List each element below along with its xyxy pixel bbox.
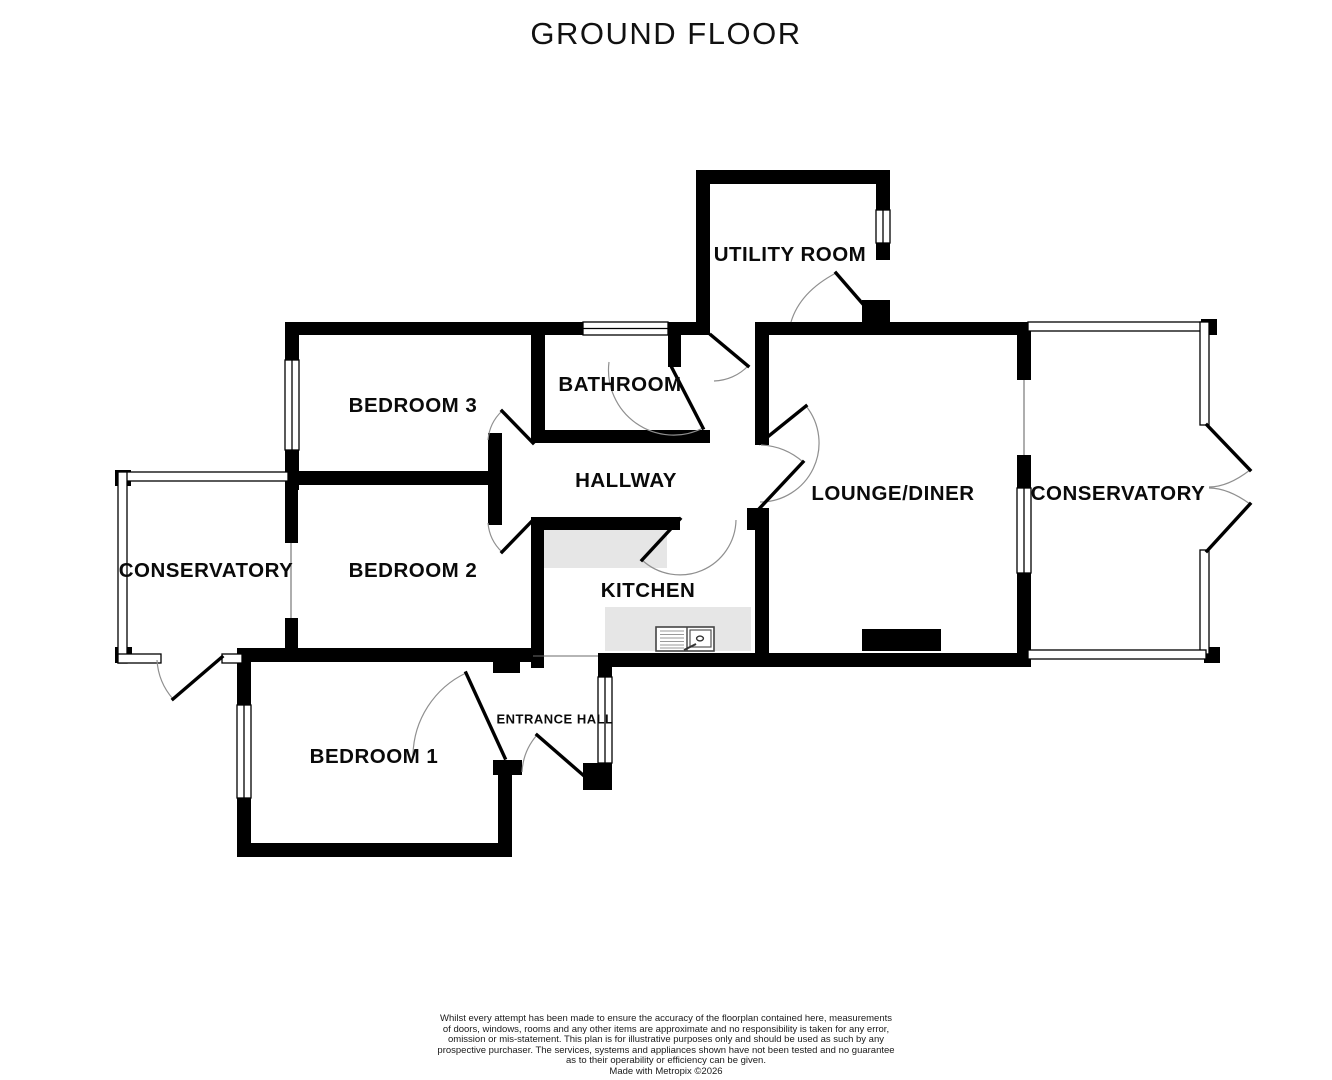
room-label-conservatory-left: CONSERVATORY	[118, 559, 294, 582]
walls	[115, 170, 1220, 857]
room-label-bedroom-1: BEDROOM 1	[309, 745, 439, 768]
fireplace	[862, 629, 941, 651]
bedroom2-door	[499, 517, 536, 555]
glazed-walls	[117, 321, 1210, 664]
bathroom-door	[669, 365, 706, 431]
disclaimer-line: of doors, windows, rooms and any other i…	[442, 1023, 890, 1035]
lounge-conservatory-window	[1016, 487, 1032, 574]
door-arcs	[156, 272, 1251, 773]
bedroom3-door	[499, 408, 536, 446]
open-boundaries	[290, 380, 1025, 657]
utility-lounge-door	[833, 270, 878, 321]
disclaimer-line: as to their operability or efficiency ca…	[566, 1055, 766, 1066]
room-label-lounge-diner: LOUNGE/DINER	[811, 482, 975, 505]
front-door	[534, 732, 586, 778]
utility-window	[875, 209, 891, 244]
room-label-bedroom-2: BEDROOM 2	[348, 559, 478, 582]
room-label-hallway: HALLWAY	[575, 469, 677, 492]
room-label-conservatory-right: CONSERVATORY	[1030, 482, 1206, 505]
lounge-door-upper	[757, 403, 809, 446]
conservatory-french-door-bottom	[1204, 501, 1253, 554]
conservatory-left-door	[170, 654, 225, 702]
lounge-door-lower	[755, 459, 806, 513]
bedroom3-window	[284, 359, 300, 451]
windows	[236, 209, 1032, 799]
bedroom1-window	[236, 704, 252, 799]
utility-hall-door	[708, 332, 751, 369]
bedroom1-door	[463, 670, 508, 761]
page-title: GROUND FLOOR	[530, 16, 802, 51]
disclaimer-line: prospective purchaser. The services, sys…	[437, 1044, 895, 1056]
door-leaves	[170, 270, 1253, 778]
kitchen-sink-icon	[655, 626, 715, 652]
room-label-bedroom-3: BEDROOM 3	[348, 394, 478, 417]
conservatory-french-door-top	[1204, 422, 1253, 473]
room-label-entrance-hall: ENTRANCE HALL	[496, 711, 614, 727]
room-label-bathroom: BATHROOM	[558, 373, 682, 396]
disclaimer-line: Whilst every attempt has been made to en…	[439, 1013, 893, 1024]
kitchen-counter	[543, 530, 751, 651]
disclaimer-text: Whilst every attempt has been made to en…	[0, 1013, 1332, 1067]
disclaimer-line: omission or mis-statement. This plan is …	[448, 1034, 884, 1045]
entrance-hall-window	[597, 676, 613, 764]
bathroom-window	[582, 321, 669, 336]
footer: Whilst every attempt has been made to en…	[0, 1013, 1332, 1077]
credit-text: Made with Metropix ©2026	[609, 1065, 723, 1077]
kitchen-door	[639, 516, 683, 563]
room-label-kitchen: KITCHEN	[600, 579, 696, 602]
room-label-utility-room: UTILITY ROOM	[713, 243, 867, 266]
